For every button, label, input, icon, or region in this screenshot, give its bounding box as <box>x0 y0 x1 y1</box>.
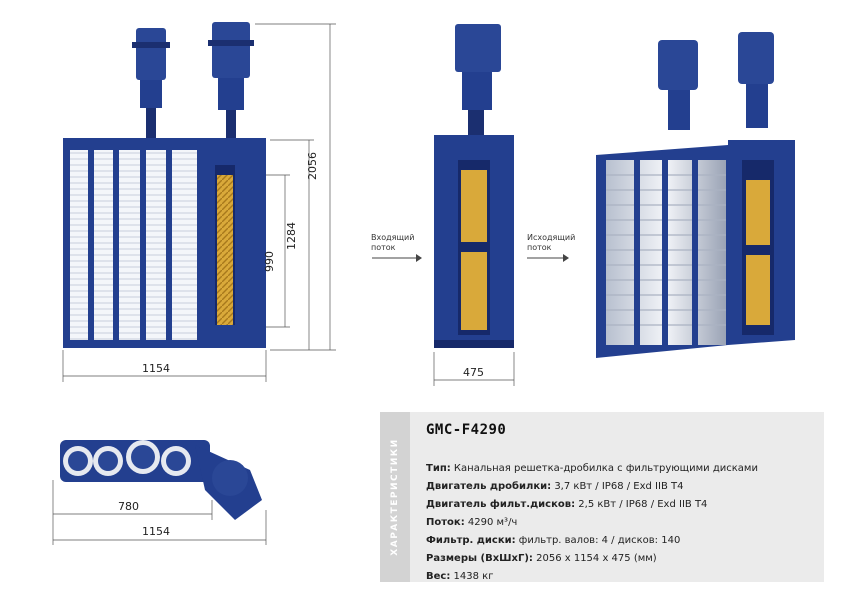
spec-panel-side-title: ХАРАКТЕРИСТИКИ <box>390 438 400 556</box>
spec-value: 1438 кг <box>450 571 494 582</box>
spec-value: 2,5 кВт / IP68 / Exd IIB T4 <box>575 499 708 510</box>
spec-value: 4290 м³/ч <box>464 517 518 528</box>
spec-label: Поток: <box>426 517 465 528</box>
outlet-flow-line2: поток <box>527 243 552 252</box>
spec-label: Двигатель дробилки: <box>426 481 552 492</box>
dim-plan-1154: 1154 <box>142 525 170 538</box>
dim-width-side: 475 <box>463 366 484 379</box>
spec-row-crusher-motor: Двигатель дробилки: 3,7 кВт / IP68 / Exd… <box>426 478 822 496</box>
dim-height-total: 2056 <box>306 152 319 180</box>
motor-side <box>455 24 501 138</box>
dim-height-990: 990 <box>263 251 276 272</box>
spec-label: Размеры (ВхШхГ): <box>426 553 533 564</box>
outlet-flow-label: Исходящий поток <box>527 233 575 253</box>
side-view-drawing <box>433 24 515 386</box>
spec-row-dimensions: Размеры (ВхШхГ): 2056 х 1154 х 475 (мм) <box>426 550 822 568</box>
spec-label: Тип: <box>426 463 451 474</box>
outlet-arrow-icon <box>527 254 569 262</box>
spec-panel: ХАРАКТЕРИСТИКИ GMC-F4290 Тип: Канальная … <box>380 412 824 582</box>
motor-iso-left <box>658 40 698 130</box>
motor-left <box>132 28 170 138</box>
front-view-drawing <box>62 22 336 382</box>
dim-width-main: 1154 <box>142 362 170 375</box>
spec-row-weight: Вес: 1438 кг <box>426 568 822 586</box>
outlet-flow-line1: Исходящий <box>527 233 576 242</box>
spec-label: Вес: <box>426 571 451 582</box>
motor-iso-right <box>738 32 774 128</box>
brush-drum <box>217 175 233 325</box>
plan-view-drawing <box>52 440 267 545</box>
spec-value: Канальная решетка-дробилка с фильтрующим… <box>450 463 758 474</box>
spec-label: Двигатель фильт.дисков: <box>426 499 576 510</box>
spec-label: Фильтр. диски: <box>426 535 516 546</box>
dim-height-1284: 1284 <box>285 222 298 250</box>
dim-plan-780: 780 <box>118 500 139 513</box>
model-name: GMC-F4290 <box>426 422 507 438</box>
spec-row-filter-motor: Двигатель фильт.дисков: 2,5 кВт / IP68 /… <box>426 496 822 514</box>
spec-value: 2056 х 1154 х 475 (мм) <box>532 553 657 564</box>
spec-list: Тип: Канальная решетка-дробилка с фильтр… <box>426 460 822 586</box>
inlet-flow-line1: Входящий <box>371 233 415 242</box>
spec-row-flow: Поток: 4290 м³/ч <box>426 514 822 532</box>
spec-value: 3,7 кВт / IP68 / Exd IIB T4 <box>551 481 684 492</box>
spec-row-filter-discs: Фильтр. диски: фильтр. валов: 4 / дисков… <box>426 532 822 550</box>
inlet-flow-label: Входящий поток <box>371 233 414 253</box>
spec-panel-side: ХАРАКТЕРИСТИКИ <box>380 412 410 582</box>
isometric-view-drawing <box>596 32 795 358</box>
inlet-flow-line2: поток <box>371 243 396 252</box>
spec-row-type: Тип: Канальная решетка-дробилка с фильтр… <box>426 460 822 478</box>
spec-value: фильтр. валов: 4 / дисков: 140 <box>515 535 681 546</box>
inlet-arrow-icon <box>372 254 422 262</box>
motor-right <box>208 22 254 138</box>
